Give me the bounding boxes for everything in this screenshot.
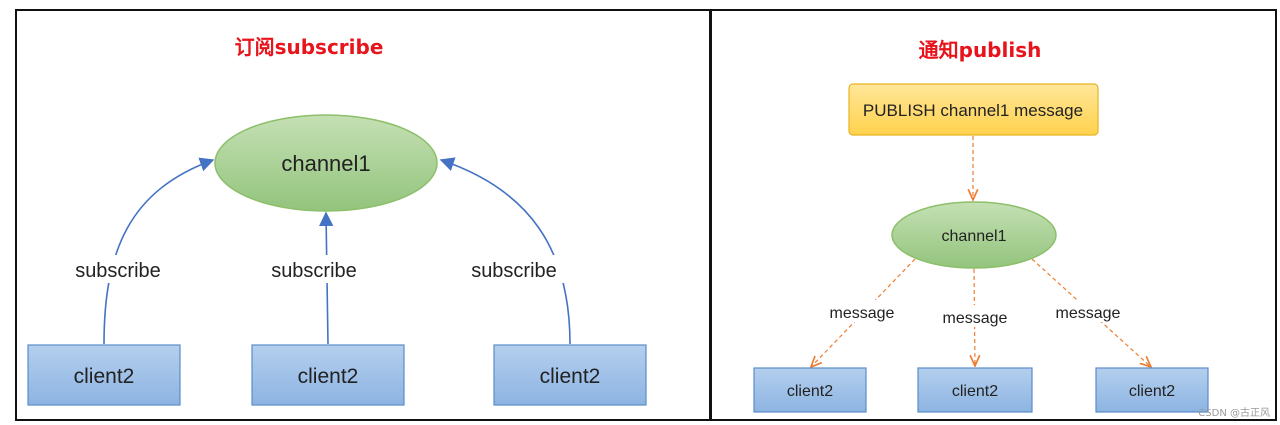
subscribe-arrow-left <box>103 157 215 345</box>
subscribe-client-middle <box>251 344 405 406</box>
publish-command-label: PUBLISH channel1 message <box>863 101 1083 120</box>
subscribe-edge-label-right: subscribe <box>471 260 557 282</box>
publish-client-middle <box>917 367 1033 413</box>
publish-client-left <box>753 367 867 413</box>
publish-command-node <box>848 83 1099 136</box>
publish-channel-node <box>891 201 1057 269</box>
message-arrow-middle <box>974 268 975 366</box>
subscribe-client-middle-label: client2 <box>298 365 359 388</box>
message-arrow-left <box>811 258 916 367</box>
subscribe-channel-label: channel1 <box>281 151 370 176</box>
publish-client-left-label: client2 <box>787 383 833 400</box>
subscribe-panel-title: 订阅subscribe <box>235 35 384 59</box>
subscribe-client-right <box>493 344 647 406</box>
subscribe-edge-label-left: subscribe <box>75 260 161 282</box>
publish-panel-border <box>710 9 1277 421</box>
subscribe-client-left-label: client2 <box>74 365 135 388</box>
subscribe-channel-node <box>214 114 438 212</box>
subscribe-client-left <box>27 344 181 406</box>
message-label-left: message <box>830 305 895 322</box>
publish-panel-title: 通知publish <box>919 38 1042 62</box>
publish-client-middle-label: client2 <box>952 383 998 400</box>
subscribe-client-right-label: client2 <box>540 365 601 388</box>
message-label-middle: message <box>943 310 1008 327</box>
subscribe-edge-label-middle: subscribe <box>271 260 357 282</box>
message-label-right: message <box>1056 305 1121 322</box>
publish-channel-label: channel1 <box>942 228 1007 245</box>
watermark: CSDN @古正风 <box>1198 408 1270 419</box>
publish-client-right <box>1095 367 1209 413</box>
subscribe-arrow-right <box>439 157 571 345</box>
publish-client-right-label: client2 <box>1129 383 1175 400</box>
